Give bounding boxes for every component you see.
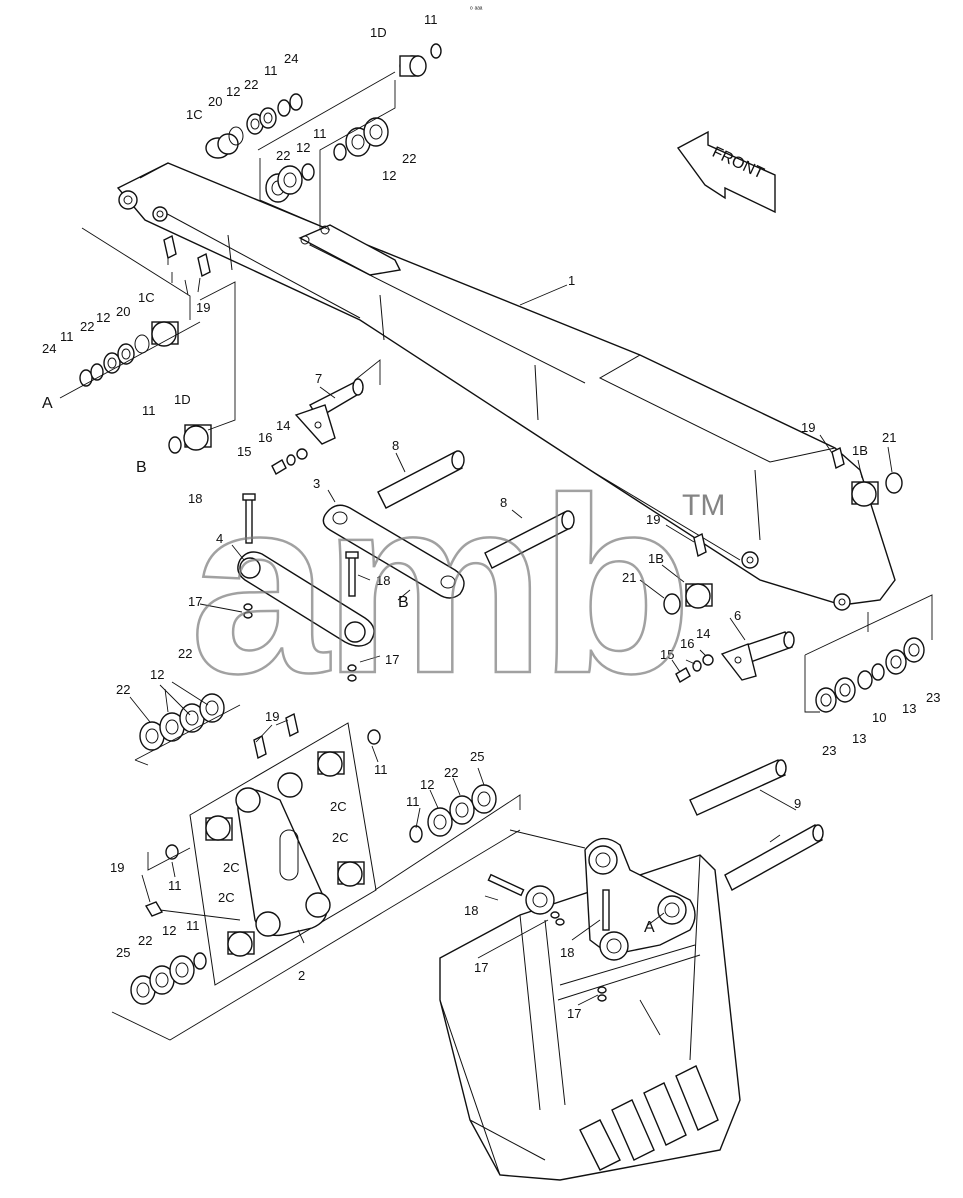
callout-8: 8 [500, 495, 507, 510]
callout-19: 19 [801, 420, 815, 435]
callout-11: 11 [168, 878, 182, 893]
callout-20: 20 [208, 94, 222, 109]
callout-22: 22 [402, 151, 416, 166]
callout-19: 19 [646, 512, 660, 527]
callout-13: 13 [902, 701, 916, 716]
bucket-teeth [579, 1065, 719, 1171]
callout-14: 14 [276, 418, 290, 433]
callout-9: 9 [794, 796, 801, 811]
callout-24: 24 [42, 341, 56, 356]
callout-4: 4 [216, 531, 223, 546]
callout-21: 21 [622, 570, 636, 585]
front-direction-arrow: FRONT [676, 130, 776, 214]
callout-18: 18 [560, 945, 574, 960]
callout-16: 16 [258, 430, 272, 445]
callout-19: 19 [110, 860, 124, 875]
callout-1c: 1C [138, 290, 155, 305]
callout-11: 11 [424, 12, 438, 27]
callout-2c: 2C [223, 860, 240, 875]
header-mark: ᵒ ᵃᵃᵃ [470, 6, 483, 13]
callout-17: 17 [474, 960, 488, 975]
callout-17: 17 [567, 1006, 581, 1021]
callout-11: 11 [313, 126, 327, 141]
callout-20: 20 [116, 304, 130, 319]
callout-b: B [136, 459, 147, 476]
callout-19: 19 [196, 300, 210, 315]
callout-a: A [644, 919, 655, 936]
callout-12: 12 [382, 168, 396, 183]
callout-1c: 1C [186, 107, 203, 122]
link-2-assembly [144, 712, 381, 986]
callout-22: 22 [244, 77, 258, 92]
callout-11: 11 [186, 918, 200, 933]
callout-18: 18 [464, 903, 478, 918]
callout-11: 11 [142, 403, 156, 418]
callout-22: 22 [276, 148, 290, 163]
callout-11: 11 [374, 762, 388, 777]
left-bushings [59, 227, 236, 454]
callout-23: 23 [822, 743, 836, 758]
callout-2c: 2C [332, 830, 349, 845]
right-side-parts [663, 446, 933, 713]
callout-3: 3 [313, 476, 320, 491]
callout-1: 1 [568, 273, 575, 288]
callout-22: 22 [80, 319, 94, 334]
callout-25: 25 [116, 945, 130, 960]
callout-25: 25 [470, 749, 484, 764]
arm-assembly [116, 162, 896, 611]
callout-8: 8 [392, 438, 399, 453]
callout-1d: 1D [174, 392, 191, 407]
callout-2: 2 [298, 968, 305, 983]
callout-23: 23 [926, 690, 940, 705]
pin-7 [271, 359, 381, 475]
callout-18: 18 [188, 491, 202, 506]
callout-12: 12 [296, 140, 310, 155]
washers-mid-lower [374, 784, 521, 891]
callout-labels: 1 1D 11 24 11 22 12 20 1C 11 22 12 22 12… [42, 6, 940, 1021]
callout-7: 7 [315, 371, 322, 386]
callout-12: 12 [150, 667, 164, 682]
callout-22: 22 [116, 682, 130, 697]
links-3-4 [237, 493, 465, 682]
callout-17: 17 [385, 652, 399, 667]
callout-b: B [398, 594, 409, 611]
callout-22: 22 [178, 646, 192, 661]
callout-1b: 1B [648, 551, 664, 566]
top-bushings [205, 43, 442, 231]
callout-11: 11 [264, 63, 278, 78]
callout-11: 11 [60, 329, 74, 344]
callout-12: 12 [96, 310, 110, 325]
callout-17: 17 [188, 594, 202, 609]
callout-22: 22 [444, 765, 458, 780]
callout-12: 12 [226, 84, 240, 99]
callout-12: 12 [420, 777, 434, 792]
callout-12: 12 [162, 923, 176, 938]
leader-lines [129, 272, 893, 1006]
callout-2c: 2C [218, 890, 235, 905]
callout-16: 16 [680, 636, 694, 651]
callout-1d: 1D [370, 25, 387, 40]
callout-18: 18 [376, 573, 390, 588]
callout-1b: 1B [852, 443, 868, 458]
callout-6: 6 [734, 608, 741, 623]
callout-14: 14 [696, 626, 710, 641]
callout-2c: 2C [330, 799, 347, 814]
callout-19: 19 [265, 709, 279, 724]
callout-15: 15 [660, 647, 674, 662]
pins-8 [377, 450, 575, 569]
callout-13: 13 [852, 731, 866, 746]
callout-24: 24 [284, 51, 298, 66]
bucket [439, 759, 824, 1181]
callout-15: 15 [237, 444, 251, 459]
callout-a: A [42, 395, 53, 412]
callout-11: 11 [406, 794, 420, 809]
callout-10: 10 [872, 710, 886, 725]
callout-22: 22 [138, 933, 152, 948]
callout-21: 21 [882, 430, 896, 445]
